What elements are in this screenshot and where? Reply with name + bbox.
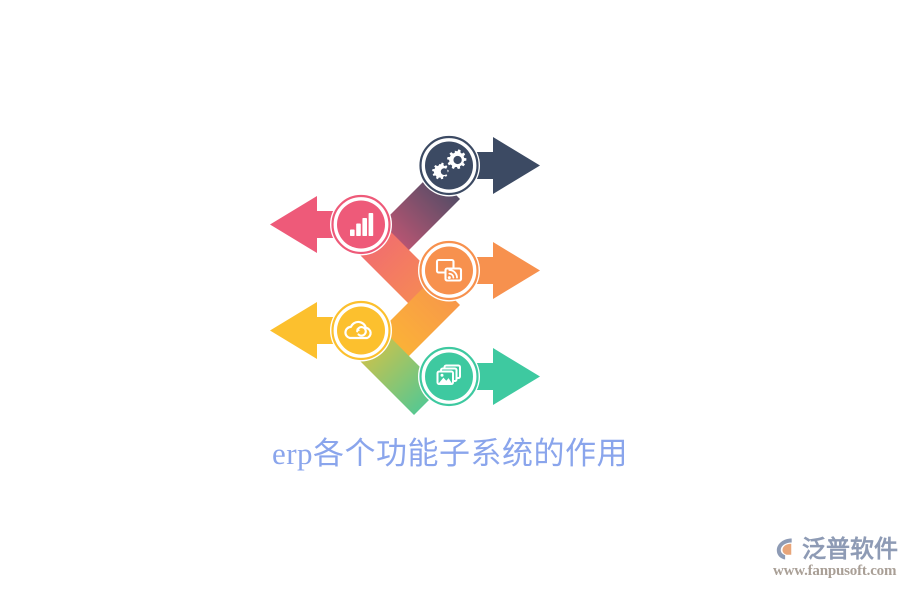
watermark-logo-row: 泛普软件 — [772, 532, 898, 566]
arrow-left-pink — [270, 196, 369, 253]
bar-chart-icon — [350, 213, 374, 236]
gears-icon — [432, 149, 467, 180]
watermark-url: www.fanpusoft.com — [773, 563, 897, 579]
page-title: erp各个功能子系统的作用 — [271, 436, 629, 471]
arrow-right-green — [441, 348, 540, 405]
arrow-group — [270, 137, 540, 405]
watermark-brand: 泛普软件 — [802, 535, 898, 563]
node-bar-chart[interactable] — [330, 193, 392, 256]
arrow-right-orange — [441, 242, 540, 299]
process-diagram — [270, 134, 540, 415]
screen-cast-icon — [435, 258, 463, 282]
arrow-right-navy — [441, 137, 540, 194]
watermark: 泛普软件 www.fanpusoft.com — [772, 532, 898, 590]
fanpu-logo-icon — [776, 538, 792, 560]
arrow-left-yellow — [270, 302, 369, 359]
photo-gallery-icon — [436, 364, 461, 385]
node-cloud-sync[interactable] — [330, 299, 392, 362]
node-photo-gallery[interactable] — [418, 345, 480, 408]
node-gears[interactable] — [418, 134, 480, 197]
cloud-sync-icon — [344, 320, 372, 340]
node-screen-cast[interactable] — [418, 239, 480, 302]
